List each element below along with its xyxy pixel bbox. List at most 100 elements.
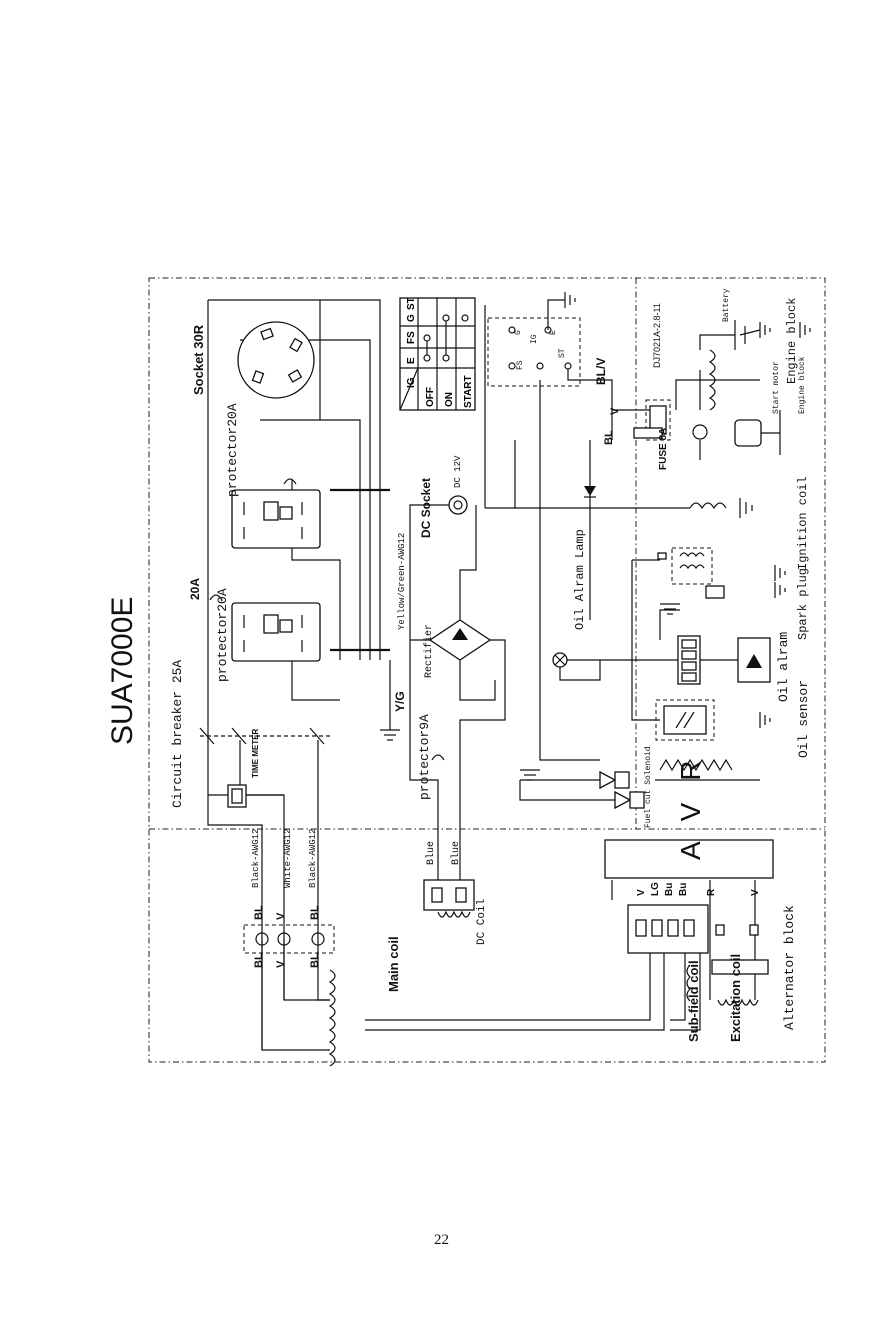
switch-header-ig: IG: [406, 377, 417, 388]
excitation-coil-label: Excitation coil: [728, 954, 743, 1042]
diagram-frame: [148, 277, 826, 1063]
charge-coil: [689, 502, 727, 510]
svg-text:FS: FS: [516, 360, 525, 370]
fuse-label: FUSE 8A: [658, 428, 669, 470]
yg-label: Y/G: [393, 691, 407, 712]
oil-sensor: [655, 699, 715, 741]
ground-symbol-yg: [380, 729, 400, 741]
alternator-block-label: Alternator block: [782, 905, 797, 1030]
switch-row-on: ON: [444, 392, 455, 407]
model-title: SUA7000E: [106, 597, 139, 745]
oil-alarm-lamp: [552, 652, 568, 668]
avr-wire-letters: V LG Bu Bu R V: [636, 882, 761, 896]
blue-a-label: Blue: [425, 841, 437, 865]
oil-alarm-connector: [677, 635, 701, 685]
protector-loop-right: [283, 478, 297, 485]
rating-20a-label: 20A: [188, 578, 202, 600]
dc-12v-label: DC 12V: [453, 455, 463, 488]
v-wire-label: V: [609, 407, 621, 415]
svg-text:Bu: Bu: [678, 883, 689, 896]
time-meter: [227, 784, 247, 808]
ground-symbol-switch: [564, 292, 576, 308]
diode: [584, 486, 596, 498]
circuit-breaker: [199, 727, 330, 745]
battery-label: Battery: [722, 288, 731, 322]
blue-b-label: Blue: [450, 841, 462, 865]
time-meter-label: TIME METER: [251, 728, 260, 778]
page-number: 22: [434, 1232, 449, 1248]
switch-row-start: START: [463, 375, 474, 408]
socket-30r-label: Socket 30R: [191, 324, 206, 395]
bl-v-label: BL/V: [594, 358, 608, 385]
svg-text:BL: BL: [309, 953, 321, 968]
protector-loop-left: [209, 594, 223, 601]
svg-text:V: V: [275, 960, 287, 968]
protector-right-label: protector20A: [225, 403, 240, 497]
switch-header-g: G: [406, 314, 417, 322]
switch-header-e: E: [406, 357, 417, 364]
circuit-breaker-label: Circuit breaker 25A: [170, 660, 185, 808]
oil-alarm-label: Oil alram: [776, 632, 791, 702]
ground-symbol-oil-alarm: [660, 603, 680, 615]
receptacle-left: [231, 602, 321, 662]
ground-symbol-oil-sensor: [759, 712, 771, 728]
ground-symbol-ignition: [774, 565, 786, 598]
sub-field-coil-winding: [686, 964, 691, 1002]
receptacle-right: [231, 489, 321, 549]
terminal-block-letters: BL V BL BL V BL: [253, 905, 321, 968]
svg-text:R: R: [706, 888, 717, 896]
svg-text:LG: LG: [650, 882, 661, 896]
engine-block-small-label: Engine block: [798, 356, 807, 414]
oil-alarm-lamp-label: Oil Alram Lamp: [573, 529, 587, 630]
sub-field-coil-label: Sub-field coil: [686, 960, 701, 1042]
yellow-green-wire-label: Yellow/Green-AWG12: [397, 533, 407, 630]
ignition-coil-label: Ignition coil: [796, 476, 810, 570]
switch-table-headers: IG E FS G ST OFF ON START: [406, 297, 474, 408]
svg-text:V: V: [750, 889, 761, 896]
switch-header-fs: FS: [406, 331, 417, 344]
ground-symbol-solenoid: [520, 769, 540, 781]
twist-lock-socket-30r: [237, 321, 315, 399]
dc-coil-label: DC Coil: [476, 899, 488, 945]
bl-wire-label: BL: [603, 430, 615, 445]
oil-alarm-module: [737, 637, 771, 683]
svg-text:V: V: [636, 889, 647, 896]
spark-plug: [657, 552, 667, 560]
ignition-switch-table: [399, 297, 476, 411]
black-awg12-a-label: Black-AWG12: [251, 829, 261, 888]
oil-sensor-label: Oil sensor: [796, 680, 811, 758]
start-motor-label: Start motor: [772, 361, 781, 414]
fuel-solenoid-label: Fuel cut Solenoid: [644, 746, 653, 828]
switch-row-off: OFF: [425, 387, 436, 407]
avr-module: [604, 839, 774, 879]
svg-text:Bu: Bu: [664, 883, 675, 896]
switch-header-st: ST: [406, 297, 417, 310]
engine-block-label: Engine block: [785, 298, 799, 384]
svg-text:ST: ST: [558, 348, 567, 358]
svg-text:E: E: [549, 330, 558, 335]
part-code-label: DJ7021A-2.8-11: [652, 303, 662, 368]
fuel-cut-solenoid: [599, 758, 733, 810]
ignition-switch-terminals: [487, 299, 613, 410]
main-coil-label: Main coil: [386, 936, 401, 992]
switch-terminal-letters: FS IG ST G E: [514, 330, 567, 370]
excitation-coil: [711, 924, 769, 1006]
protector-9a-loop: [431, 754, 445, 761]
avr-label: AVR: [675, 739, 706, 861]
black-awg12-b-label: Black-AWG12: [308, 829, 318, 888]
dc-socket-label: DC Socket: [419, 478, 433, 538]
terminal-block: [243, 924, 335, 954]
dc-coil-connector: [423, 879, 475, 918]
sub-field-connector: [627, 904, 709, 954]
protector-left-label: protector20A: [215, 588, 230, 682]
start-motor: [692, 410, 781, 455]
rectifier: [428, 619, 492, 661]
protector-9a-label: protector9A: [417, 714, 432, 800]
svg-text:IG: IG: [530, 334, 539, 344]
rectifier-label: Rectifier: [423, 624, 435, 678]
ground-symbol-trunk: [739, 498, 753, 518]
svg-text:V: V: [275, 912, 287, 920]
svg-text:BL: BL: [253, 905, 265, 920]
white-awg12-label: White-AWG12: [283, 829, 293, 888]
